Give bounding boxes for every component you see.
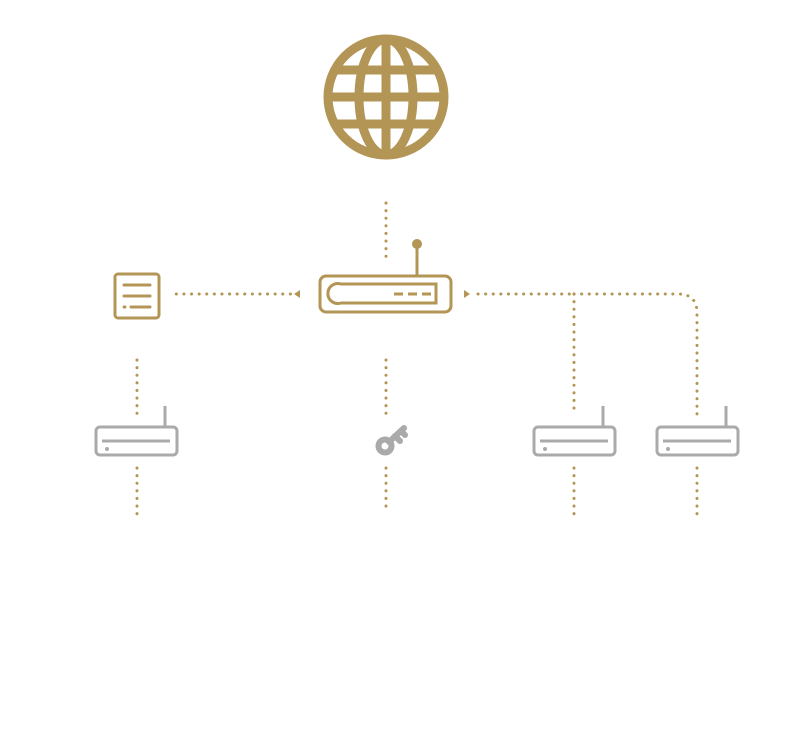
globe-icon bbox=[323, 34, 449, 160]
led-middle bbox=[543, 447, 547, 451]
document-icon bbox=[113, 272, 161, 320]
key-icon bbox=[375, 425, 408, 456]
client-router-right-icon bbox=[655, 406, 740, 457]
arrow-left-icon bbox=[294, 290, 300, 298]
led-left bbox=[105, 447, 109, 451]
main-router-icon bbox=[318, 246, 453, 314]
client-router-left-icon bbox=[94, 406, 179, 457]
link-router-client-right bbox=[572, 292, 699, 417]
arrow-right-icon bbox=[464, 290, 470, 298]
led-right bbox=[666, 447, 670, 451]
client-router-middle-icon bbox=[532, 406, 617, 457]
antenna-tip bbox=[412, 239, 422, 249]
